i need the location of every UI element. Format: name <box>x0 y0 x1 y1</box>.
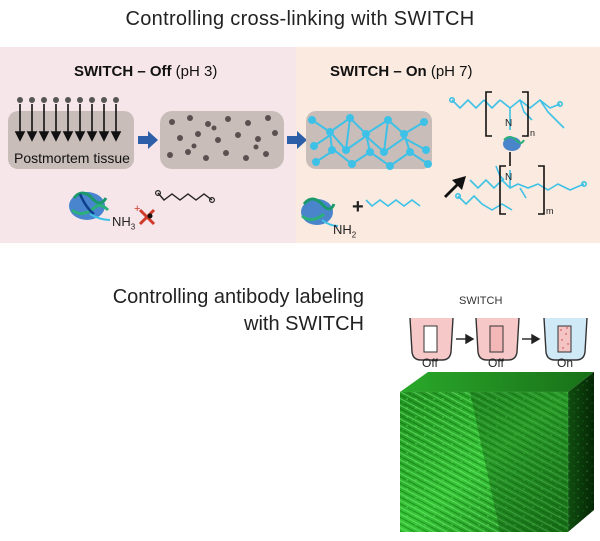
cup-off-1 <box>409 317 454 361</box>
amine-on-text: NH <box>333 222 352 237</box>
antibody-title-line2: with SWITCH <box>244 313 364 335</box>
page-title: Controlling cross-linking with SWITCH <box>125 8 475 30</box>
cup-label-1: Off <box>422 356 438 370</box>
antibody-section-title: Controlling antibody labeling with SWITC… <box>113 284 364 338</box>
switch-off-title-ph: (pH 3) <box>171 63 218 80</box>
crosslinked-protein <box>503 136 525 151</box>
glutaraldehyde-off <box>157 192 213 201</box>
switch-on-title-bold: SWITCH – On <box>330 63 427 80</box>
n-label-bottom: N <box>505 172 513 183</box>
process-arrow-2 <box>287 131 307 149</box>
n-label-top: N <box>505 118 513 129</box>
switch-label: SWITCH <box>459 295 503 307</box>
cup-off-2 <box>475 317 520 361</box>
polymer-brackets <box>485 91 545 215</box>
amine-off-label: NH3 <box>112 214 135 232</box>
fluorescent-tissue-cube <box>400 372 594 532</box>
glutaraldehyde-on <box>365 199 421 208</box>
repeat-subscript-m: m <box>546 206 554 216</box>
crosslinked-polymer <box>448 97 587 211</box>
positive-charge: + <box>134 203 141 215</box>
amine-off-sub: 3 <box>130 222 136 232</box>
cup-arrows <box>456 333 541 345</box>
amine-off-text: NH <box>112 214 131 229</box>
molecule-dots-row <box>17 97 119 103</box>
switch-on-title-ph: (pH 7) <box>426 63 473 80</box>
antibody-title-line1: Controlling antibody labeling <box>112 286 364 308</box>
diffused-molecules <box>167 115 278 161</box>
switch-off-title: SWITCH – Off (pH 3) <box>74 63 217 80</box>
reaction-arrow <box>444 176 466 198</box>
protein-ribbon-on <box>301 197 339 227</box>
amine-on-sub: 2 <box>351 230 357 240</box>
postmortem-tissue-block <box>8 111 134 169</box>
diffused-tissue-block <box>160 111 284 169</box>
protein-ribbon-off <box>69 191 111 221</box>
blocked-reaction-mark <box>138 208 156 226</box>
postmortem-tissue-label: Postmortem tissue <box>14 150 130 166</box>
cup-on <box>543 317 588 361</box>
cup-label-2: Off <box>488 356 504 370</box>
dropping-molecules <box>17 97 119 103</box>
amine-on-label: NH2 <box>333 222 356 240</box>
plus-sign: + <box>352 196 364 218</box>
cup-label-3: On <box>557 356 574 370</box>
process-arrow-1 <box>138 131 158 149</box>
switch-on-title: SWITCH – On (pH 7) <box>330 63 473 80</box>
down-arrows <box>14 104 122 142</box>
switch-off-title-bold: SWITCH – Off <box>74 63 172 80</box>
crosslink-network <box>308 114 432 170</box>
repeat-subscript-n: n <box>530 128 536 138</box>
